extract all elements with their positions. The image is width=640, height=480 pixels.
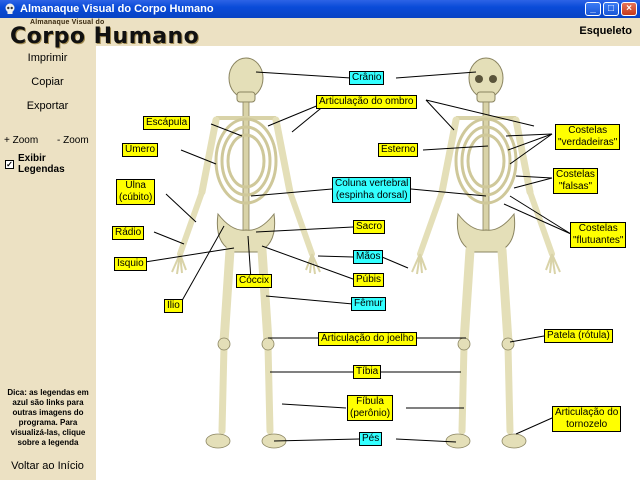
skeleton-front-view bbox=[412, 58, 560, 448]
label-sacro: Sacro bbox=[353, 220, 386, 234]
print-button[interactable]: Imprimir bbox=[27, 52, 68, 64]
ulna-line2: (cúbito) bbox=[119, 192, 153, 203]
label-tibia: Tíbia bbox=[353, 365, 382, 379]
sidebar: Imprimir Copiar Exportar + Zoom - Zoom ✓… bbox=[0, 46, 95, 480]
label-femur[interactable]: Fêmur bbox=[351, 297, 386, 311]
back-to-start-button[interactable]: Voltar ao Início bbox=[11, 460, 84, 472]
costelas-verdadeiras-line2: "verdadeiras" bbox=[558, 137, 618, 148]
skeleton-canvas: Crânio Articulação do ombro Escápula Cos… bbox=[96, 46, 640, 480]
skeleton-back-view bbox=[172, 58, 320, 448]
label-ulna: Ulna(cúbito) bbox=[116, 179, 156, 205]
tornozelo-line2: tornozelo bbox=[566, 419, 608, 430]
coluna-line1: Coluna vertebral bbox=[335, 178, 409, 189]
copy-button[interactable]: Copiar bbox=[31, 76, 64, 88]
logo-subtitle: Almanaque Visual do bbox=[30, 19, 105, 26]
label-costelas-falsas: Costelas"falsas" bbox=[553, 168, 598, 194]
label-ilio: Ílio bbox=[164, 299, 183, 313]
close-button[interactable]: × bbox=[621, 2, 637, 16]
fibula-line2: (perônio) bbox=[350, 408, 391, 419]
label-pes[interactable]: Pés bbox=[359, 432, 383, 446]
costelas-flutuantes-line2: "flutuantes" bbox=[573, 235, 624, 246]
label-fibula: Fíbula(perônio) bbox=[347, 395, 394, 421]
show-legends-toggle[interactable]: ✓ Exibir Legendas bbox=[5, 153, 95, 175]
maximize-button[interactable]: □ bbox=[603, 2, 619, 16]
coluna-line2: (espinha dorsal) bbox=[335, 190, 408, 201]
logo-title: Corpo Humano bbox=[10, 24, 200, 49]
label-costelas-verdadeiras: Costelas"verdadeiras" bbox=[555, 124, 621, 150]
label-esterno: Esterno bbox=[378, 143, 419, 157]
costelas-flutuantes-line1: Costelas bbox=[578, 223, 618, 234]
fibula-line1: Fíbula bbox=[356, 396, 384, 407]
label-articulacao-joelho: Articulação do joelho bbox=[318, 332, 417, 346]
label-cranio[interactable]: Crânio bbox=[349, 71, 385, 85]
label-isquio: Ísquio bbox=[114, 257, 147, 271]
export-button[interactable]: Exportar bbox=[26, 100, 69, 112]
label-pubis: Púbis bbox=[353, 273, 385, 287]
label-patela: Patela (rótula) bbox=[544, 329, 613, 343]
tornozelo-line1: Articulação do bbox=[555, 407, 619, 418]
label-coluna-vertebral[interactable]: Coluna vertebral(espinha dorsal) bbox=[332, 177, 412, 203]
label-maos[interactable]: Mãos bbox=[353, 250, 384, 264]
section-title: Esqueleto bbox=[579, 25, 632, 37]
label-articulacao-ombro: Articulação do ombro bbox=[316, 95, 417, 109]
label-coccix: Cóccix bbox=[236, 274, 273, 288]
zoom-in-button[interactable]: + Zoom bbox=[4, 135, 39, 146]
show-legends-label: Exibir Legendas bbox=[17, 153, 65, 175]
label-radio: Rádio bbox=[112, 226, 145, 240]
label-escapula: Escápula bbox=[143, 116, 191, 130]
costelas-verdadeiras-line1: Costelas bbox=[568, 125, 608, 136]
label-costelas-flutuantes: Costelas"flutuantes" bbox=[570, 222, 627, 248]
costelas-falsas-line2: "falsas" bbox=[558, 181, 593, 192]
skeleton-illustration bbox=[144, 46, 572, 480]
tip-text: Dica: as legendas em azul são links para… bbox=[7, 388, 89, 447]
ulna-line1: Ulna bbox=[125, 180, 146, 191]
app-header: Almanaque Visual do Corpo Humano Esquele… bbox=[0, 18, 640, 49]
window-title: Almanaque Visual do Corpo Humano bbox=[20, 3, 214, 15]
label-umero: Úmero bbox=[122, 143, 159, 157]
show-legends-checkbox[interactable]: ✓ bbox=[5, 159, 14, 169]
minimize-button[interactable]: _ bbox=[585, 2, 601, 16]
leader-lines bbox=[144, 71, 572, 443]
skull-app-icon bbox=[3, 2, 17, 16]
costelas-falsas-line1: Costelas bbox=[556, 169, 595, 180]
zoom-out-button[interactable]: - Zoom bbox=[57, 135, 89, 146]
window-titlebar[interactable]: Almanaque Visual do Corpo Humano _ □ × bbox=[0, 0, 640, 18]
